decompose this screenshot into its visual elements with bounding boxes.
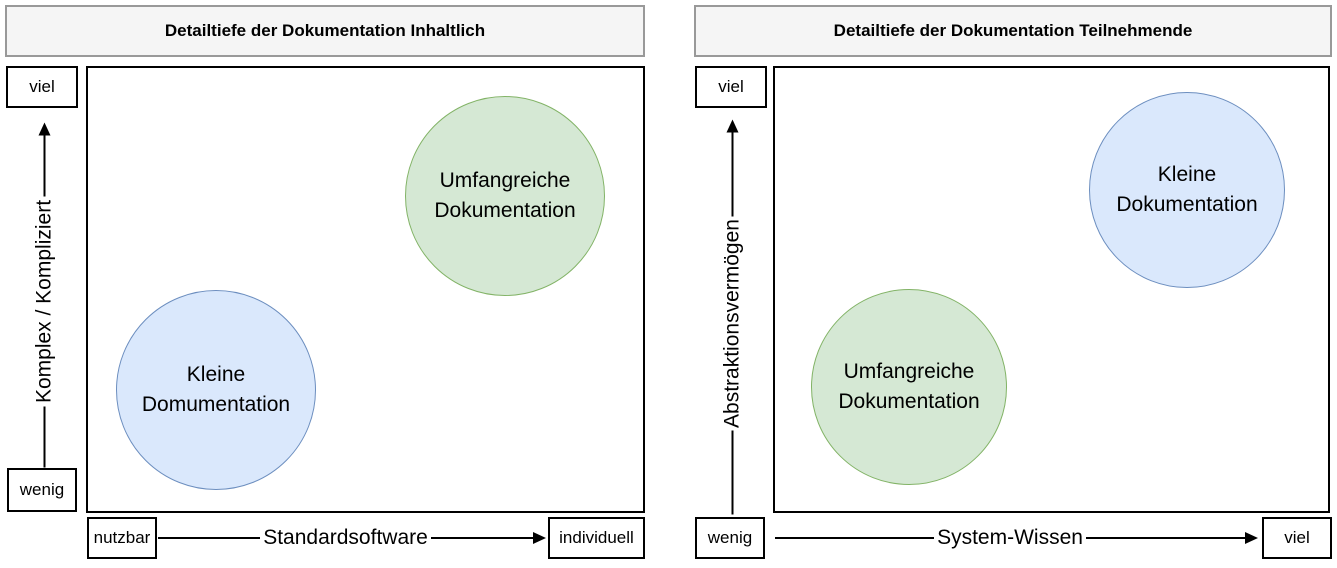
right-y-axis-bottom-label-box: wenig (695, 517, 765, 559)
left-y-axis: Komplex / Kompliziert (30, 122, 60, 468)
left-y-axis-arrow-up-icon (38, 122, 51, 136)
left-y-axis-top-label-box: viel (6, 66, 78, 108)
right-x-axis-arrow-right-icon (1245, 532, 1259, 544)
bubble-kleine-domumentation-left: Kleine Domumentation (116, 290, 316, 490)
right-x-axis-label: System-Wissen (937, 526, 1083, 549)
left-x-axis: Standardsoftware (158, 522, 547, 554)
left-y-axis-line-upper (43, 135, 46, 197)
left-x-axis-right-label-box: individuell (548, 517, 645, 559)
right-y-axis-arrow-up-icon (726, 119, 739, 133)
right-y-axis-line-lower (731, 430, 734, 515)
right-x-axis-line-start (775, 537, 935, 539)
left-x-axis-left-label-box: nutzbar (87, 517, 157, 559)
left-x-axis-line-start (158, 537, 261, 539)
left-y-axis-bottom-label-box: wenig (7, 468, 77, 512)
left-panel-title: Detailtiefe der Dokumentation Inhaltlich (5, 5, 645, 57)
right-y-axis: Abstraktionsvermögen (718, 119, 748, 515)
left-y-axis-line-lower (43, 406, 46, 468)
right-panel-title: Detailtiefe der Dokumentation Teilnehmen… (694, 5, 1332, 57)
left-x-axis-label: Standardsoftware (263, 526, 428, 549)
bubble-umfangreiche-dokumentation-left: Umfangreiche Dokumentation (405, 96, 605, 296)
bubble-umfangreiche-dokumentation-right: Umfangreiche Dokumentation (811, 289, 1007, 485)
right-y-axis-top-label-box: viel (695, 66, 767, 108)
left-x-axis-line-end (430, 537, 534, 539)
left-x-axis-arrow-right-icon (533, 532, 547, 544)
right-y-axis-line-upper (731, 132, 734, 217)
right-x-axis: System-Wissen (775, 522, 1259, 554)
right-x-axis-right-label-box: viel (1262, 517, 1332, 559)
left-y-axis-label: Komplex / Kompliziert (32, 199, 56, 404)
right-y-axis-label: Abstraktionsvermögen (720, 219, 744, 428)
right-x-axis-line-end (1085, 537, 1246, 539)
bubble-kleine-dokumentation-right: Kleine Dokumentation (1089, 92, 1285, 288)
